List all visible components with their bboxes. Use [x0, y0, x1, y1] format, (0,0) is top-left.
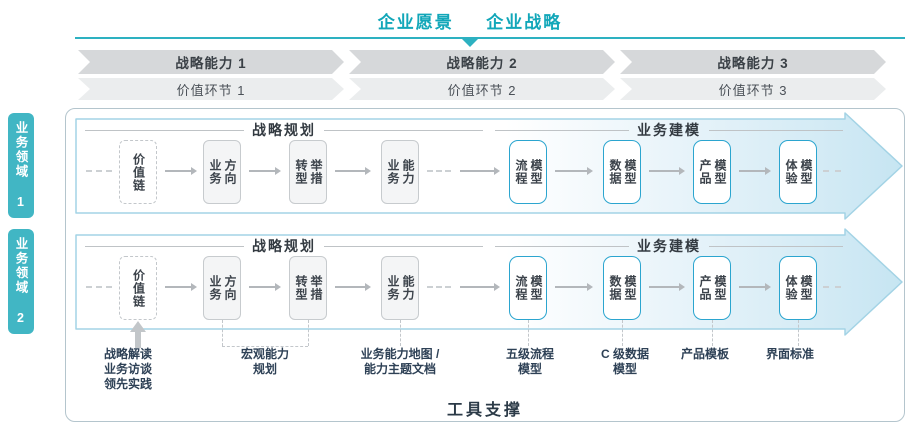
section-title: 业务建模	[637, 122, 701, 138]
flow-arrow	[739, 283, 771, 291]
flow-arrow	[649, 167, 685, 175]
dashed-connector	[86, 170, 112, 172]
leader-line	[622, 320, 623, 346]
flow-arrow	[335, 283, 371, 291]
box-process-model: 流程 模型	[509, 140, 547, 204]
leader-line	[308, 320, 309, 346]
box-product-model: 产品 模型	[693, 140, 731, 204]
box-data-model: 数据 模型	[603, 140, 641, 204]
section-strategic-planning: 战略规划	[85, 120, 483, 140]
box-process-model: 流程 模型	[509, 256, 547, 320]
flow-arrow	[249, 167, 281, 175]
chevron-label: 价值环节 2	[447, 82, 517, 98]
chevron-capability-3: 战略能力 3	[620, 50, 886, 74]
value-bar: 价值环节 1 价值环节 2 价值环节 3	[78, 78, 886, 100]
divider-line	[85, 245, 244, 247]
dashed-connector	[427, 286, 451, 288]
leader-line	[222, 320, 223, 346]
flow-arrow	[555, 167, 593, 175]
flow-arrow	[249, 283, 281, 291]
divider-line	[495, 245, 629, 247]
leader-line	[798, 320, 799, 346]
section-title: 战略规划	[252, 122, 316, 138]
flow-arrow	[555, 283, 593, 291]
flow-arrow	[335, 167, 371, 175]
chevron-label: 战略能力 2	[446, 56, 518, 71]
title-underline	[75, 37, 905, 39]
leader-line	[222, 346, 308, 347]
up-arrow-icon	[130, 321, 146, 348]
box-experience-model: 体验 模型	[779, 140, 817, 204]
flow-arrow	[739, 167, 771, 175]
chevron-value-3: 价值环节 3	[620, 78, 886, 100]
section-title: 业务建模	[637, 238, 701, 254]
chevron-label: 价值环节 3	[718, 82, 788, 98]
divider-line	[324, 129, 483, 131]
box-data-model: 数据 模型	[603, 256, 641, 320]
title-strategy: 企业战略	[486, 13, 563, 32]
annotation-data-model: C 级数据 模型	[600, 347, 649, 376]
section-business-modeling: 业务建模	[495, 236, 843, 256]
tool-support-container	[65, 108, 905, 422]
annotation-process-model: 五级流程 模型	[505, 347, 554, 376]
business-domain-row-1: 战略规划 业务建模 价值链 业务 方向 转型 举措 业务 能力 流程 模型 数据…	[75, 112, 905, 220]
domain-label-2: 业务领域 2	[8, 229, 34, 334]
flow-arrow	[165, 167, 197, 175]
flow-arrow	[460, 167, 500, 175]
annotation-product-template: 产品模板	[680, 347, 729, 361]
chevron-label: 战略能力 3	[717, 56, 789, 71]
chevron-capability-2: 战略能力 2	[349, 50, 615, 74]
tool-support-label: 工具支撑	[446, 402, 523, 419]
annotation-ui-standard: 界面标准	[765, 347, 814, 361]
annotation-strategy-inputs: 战略解读 业务访谈 领先实践	[103, 347, 152, 391]
chevron-value-1: 价值环节 1	[78, 78, 344, 100]
section-title: 战略规划	[252, 238, 316, 254]
dashed-connector	[823, 170, 841, 172]
annotation-macro-capability: 宏观能力 规划	[240, 347, 289, 376]
dashed-connector	[427, 170, 451, 172]
caret-down-icon	[462, 39, 478, 47]
dashed-connector	[86, 286, 112, 288]
domain-label-1: 业务领域 1	[8, 113, 34, 218]
flow-arrow	[460, 283, 500, 291]
flow-arrow	[165, 283, 197, 291]
chevron-label: 价值环节 1	[176, 82, 246, 98]
title-vision: 企业愿景	[377, 13, 454, 32]
chevron-capability-1: 战略能力 1	[78, 50, 344, 74]
section-business-modeling: 业务建模	[495, 120, 843, 140]
divider-line	[709, 245, 843, 247]
chevron-value-2: 价值环节 2	[349, 78, 615, 100]
divider-line	[495, 129, 629, 131]
box-business-capability: 业务 能力	[381, 256, 419, 320]
leader-line	[712, 320, 713, 346]
box-product-model: 产品 模型	[693, 256, 731, 320]
box-value-chain: 价值链	[119, 256, 157, 320]
box-business-direction: 业务 方向	[203, 140, 241, 204]
flow-arrow	[649, 283, 685, 291]
leader-line	[400, 320, 401, 346]
business-domain-row-2: 战略规划 业务建模 价值链 业务 方向 转型 举措 业务 能力 流程 模型 数据…	[75, 228, 905, 336]
annotation-capability-map: 业务能力地图 / 能力主题文档	[360, 347, 440, 376]
divider-line	[709, 129, 843, 131]
leader-line	[528, 320, 529, 346]
divider-line	[324, 245, 483, 247]
section-strategic-planning: 战略规划	[85, 236, 483, 256]
chevron-label: 战略能力 1	[175, 56, 247, 71]
divider-line	[85, 129, 244, 131]
capability-bar: 战略能力 1 战略能力 2 战略能力 3	[78, 50, 886, 74]
box-transformation-initiatives: 转型 举措	[289, 140, 327, 204]
box-experience-model: 体验 模型	[779, 256, 817, 320]
box-business-capability: 业务 能力	[381, 140, 419, 204]
box-business-direction: 业务 方向	[203, 256, 241, 320]
dashed-connector	[823, 286, 841, 288]
box-transformation-initiatives: 转型 举措	[289, 256, 327, 320]
page-title: 企业愿景 企业战略	[0, 8, 910, 33]
box-value-chain: 价值链	[119, 140, 157, 204]
